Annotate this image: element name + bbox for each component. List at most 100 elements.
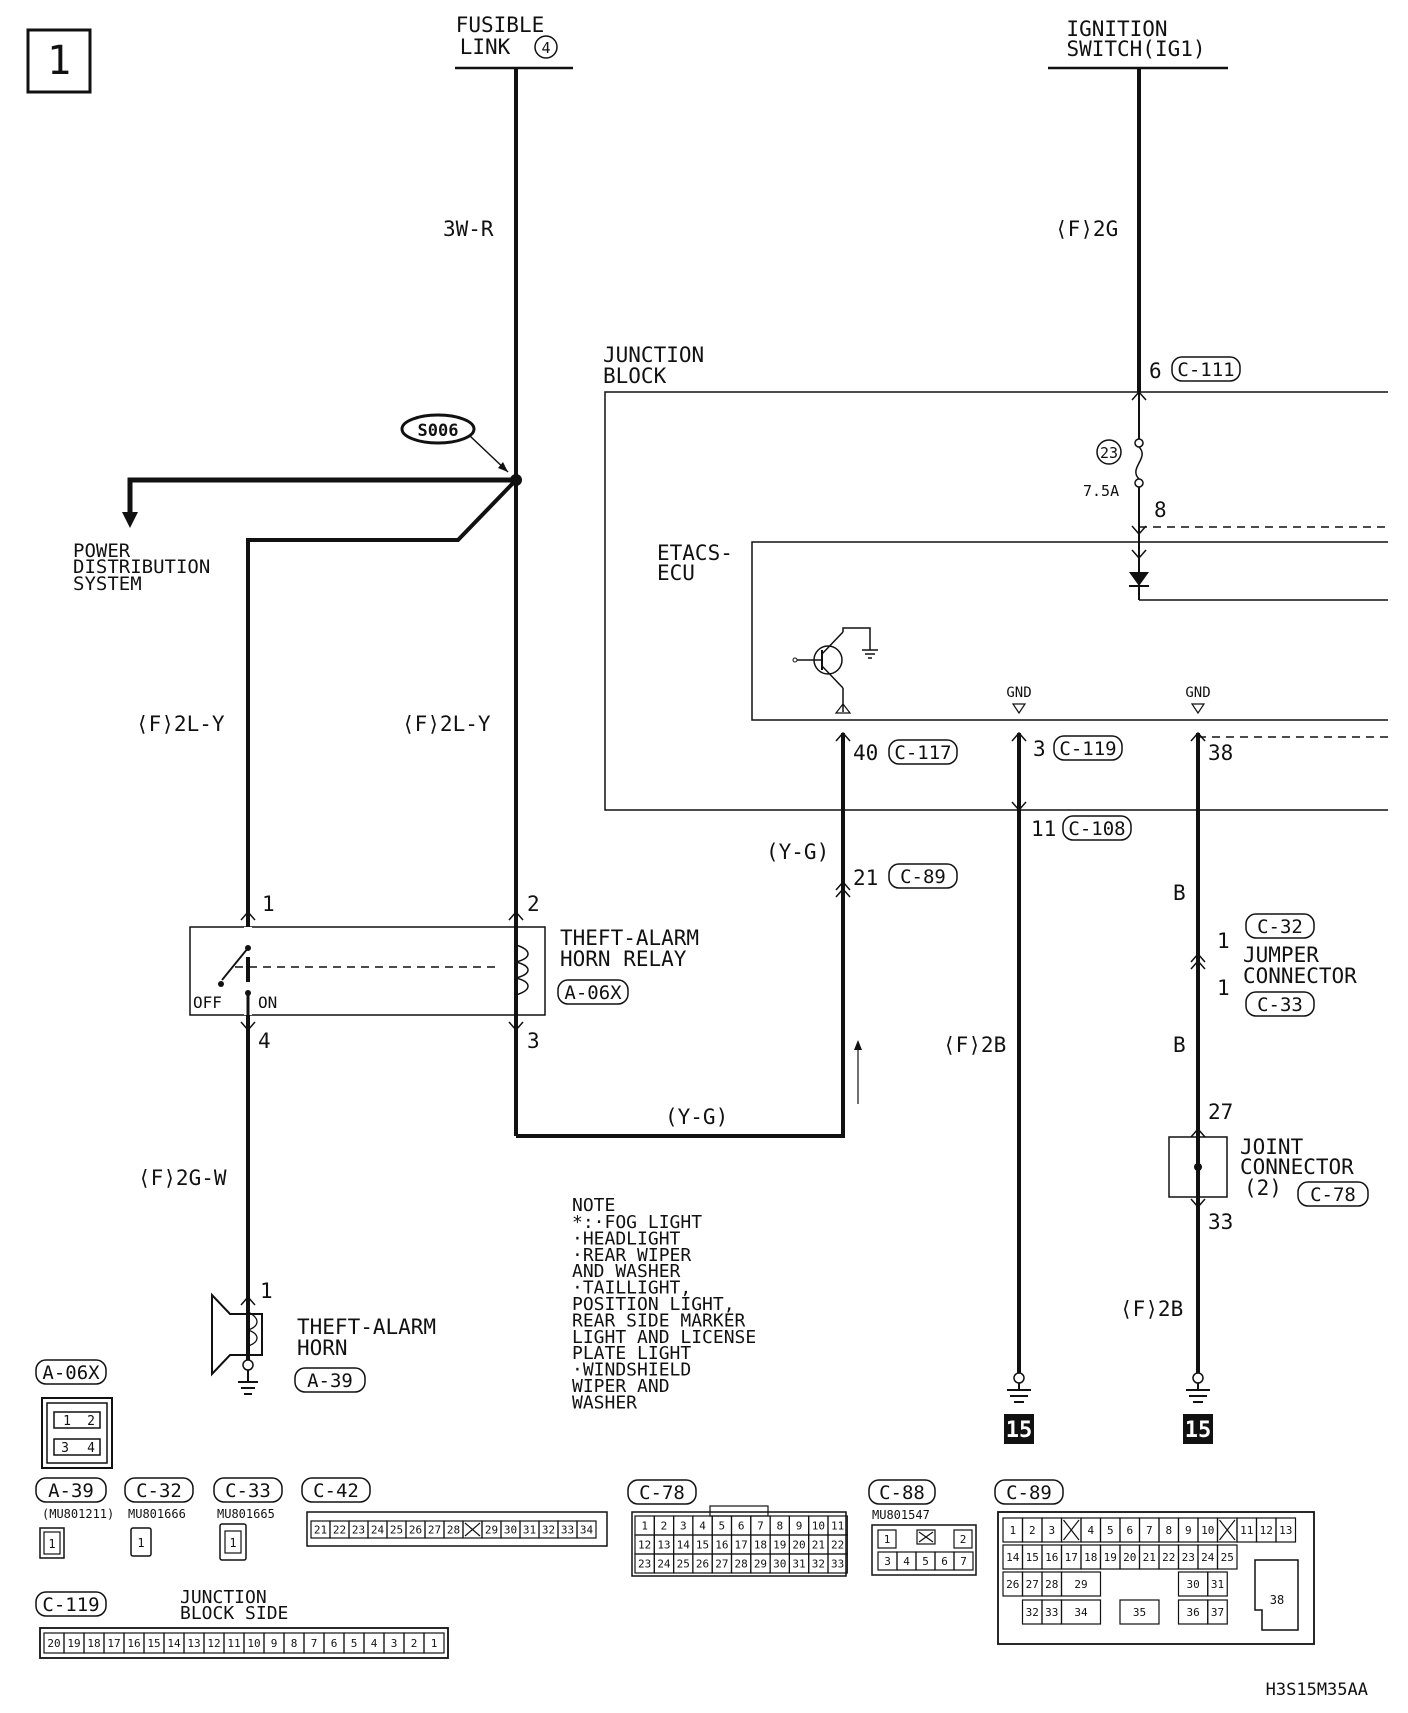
junction-block-label-1: JUNCTION — [603, 343, 704, 367]
c78-pin: 18 — [754, 1538, 767, 1551]
c89-pin: 2 — [1029, 1524, 1036, 1537]
c42-pin: 34 — [580, 1523, 594, 1536]
pin-40: 40 — [853, 741, 878, 765]
jumper-name-1: JUMPER — [1243, 943, 1319, 967]
c89-pin: 25 — [1221, 1551, 1234, 1564]
joint-name-3: (2) — [1244, 1176, 1282, 1200]
pin-38: 38 — [1208, 741, 1233, 765]
note-line: AND WASHER — [572, 1261, 681, 1282]
c89-pin: 29 — [1074, 1578, 1087, 1591]
c42-pin: 29 — [485, 1523, 498, 1536]
relay-on-label: ON — [258, 993, 277, 1012]
note-line: ·WINDSHIELD — [572, 1360, 691, 1381]
c89-pin: 8 — [1165, 1524, 1172, 1537]
relay-off-label: OFF — [193, 993, 222, 1012]
ignition-label-1: IGNITION — [1066, 17, 1167, 41]
conn-view-c32: C-32 MU801666 1 — [124, 1477, 194, 1557]
c88-part: MU801547 — [872, 1508, 930, 1522]
horn-pin-1: 1 — [260, 1279, 273, 1303]
note-line: WIPER AND — [572, 1376, 670, 1397]
a06x-label: A-06X — [42, 1362, 100, 1384]
jumper-connector: C-32 1 JUMPER CONNECTOR 1 C-33 — [1190, 913, 1357, 1017]
c78-pin: 4 — [699, 1519, 706, 1532]
c89-pin: 15 — [1026, 1551, 1039, 1564]
etacs-ecu: ETACS- ECU GND GND — [657, 541, 1388, 738]
conn-c108: C-108 — [1068, 818, 1125, 840]
relay-conn: A-06X — [564, 982, 622, 1004]
etacs-label-2: ECU — [657, 561, 695, 585]
etacs-label-1: ETACS- — [657, 541, 733, 565]
c42-pin: 22 — [333, 1523, 346, 1536]
c119-pin: 2 — [411, 1637, 418, 1650]
c78-pin: 13 — [657, 1538, 670, 1551]
conn-c111: C-111 — [1177, 359, 1234, 381]
ignition-label-2: SWITCH(IG1) — [1066, 37, 1205, 61]
c42-pin: 31 — [523, 1523, 536, 1536]
joint-pin-33: 33 — [1208, 1210, 1233, 1234]
a06x-pin-3: 3 — [61, 1441, 69, 1456]
c78-pin: 15 — [696, 1538, 709, 1551]
c42-pin: 23 — [352, 1523, 365, 1536]
c119-pin: 20 — [47, 1637, 60, 1650]
c89-pin: 23 — [1182, 1551, 1195, 1564]
fusible-link-label-1: FUSIBLE — [456, 13, 545, 37]
c119-pin: 10 — [247, 1637, 260, 1650]
c33-label: C-33 — [225, 1480, 271, 1502]
c78-pin: 14 — [677, 1538, 691, 1551]
note-line: POSITION LIGHT, — [572, 1294, 735, 1315]
page-number-box: 1 — [26, 28, 92, 94]
c119-pin: 13 — [187, 1637, 200, 1650]
wire-label-y-g-upper: (Y-G) — [766, 840, 829, 864]
joint-name-2: CONNECTOR — [1240, 1155, 1354, 1179]
wire-label-b-upper: B — [1173, 881, 1186, 905]
c78-pin: 8 — [776, 1519, 783, 1532]
jumper-name-2: CONNECTOR — [1243, 964, 1357, 988]
wire-label-f-2g-w: ⟨F⟩2G-W — [138, 1166, 227, 1190]
c119-pin: 11 — [227, 1637, 240, 1650]
c78-pin: 23 — [638, 1557, 651, 1570]
c78-pin: 7 — [757, 1519, 764, 1532]
ignition-switch-source: IGNITION SWITCH(IG1) — [1048, 17, 1228, 70]
c89-pin: 26 — [1006, 1578, 1019, 1591]
c42-pin: 33 — [561, 1523, 574, 1536]
c89-pin: 1 — [1009, 1524, 1016, 1537]
ground-ref-2: 15 — [1185, 1418, 1212, 1443]
jb-pin-6: 6 — [1149, 359, 1162, 383]
conn-c117: C-117 — [894, 742, 951, 764]
c42-label: C-42 — [313, 1480, 359, 1502]
note-line: ·TAILLIGHT, — [572, 1278, 691, 1299]
conn-c89: C-89 — [900, 866, 946, 888]
theft-alarm-horn: 1 THEFT-ALARM HORN A-39 — [211, 1279, 436, 1395]
wire-label-f-2l-y-right: ⟨F⟩2L-Y — [402, 712, 491, 736]
c119-label: C-119 — [42, 1594, 99, 1616]
c89-pin: 14 — [1006, 1551, 1020, 1564]
c78-pin: 22 — [831, 1538, 844, 1551]
wire-label-f-2l-y-left: ⟨F⟩2L-Y — [136, 712, 225, 736]
c78-pin: 5 — [719, 1519, 726, 1532]
conn-view-a06x: A-06X 1 2 3 4 — [35, 1359, 113, 1469]
c89-pin: 28 — [1045, 1578, 1058, 1591]
c42-pin: 25 — [390, 1523, 403, 1536]
c89-pin-38: 38 — [1270, 1593, 1284, 1607]
a39-part: (MU801211) — [42, 1507, 114, 1521]
c89-pin: 5 — [1107, 1524, 1114, 1537]
c88-pin: 5 — [922, 1555, 929, 1568]
c89-pin: 36 — [1187, 1606, 1200, 1619]
c89-pin: 30 — [1187, 1578, 1200, 1591]
c89-pin: 31 — [1211, 1578, 1224, 1591]
c78-pin: 30 — [773, 1557, 786, 1570]
c42-pin: 26 — [409, 1523, 422, 1536]
c119-pin: 8 — [291, 1637, 298, 1650]
relay-name-1: THEFT-ALARM — [560, 926, 699, 950]
joint-conn: C-78 — [1310, 1184, 1356, 1206]
conn-c119: C-119 — [1059, 738, 1116, 760]
connector-views: A-06X 1 2 3 4 A-39 (MU801211) 1 C-32 MU8… — [35, 1359, 1315, 1659]
c89-pin: 34 — [1074, 1606, 1088, 1619]
c89-pin: 16 — [1045, 1551, 1058, 1564]
c78-pin: 1 — [641, 1519, 648, 1532]
c119-pin: 18 — [87, 1637, 100, 1650]
c89-pin: 24 — [1201, 1551, 1215, 1564]
